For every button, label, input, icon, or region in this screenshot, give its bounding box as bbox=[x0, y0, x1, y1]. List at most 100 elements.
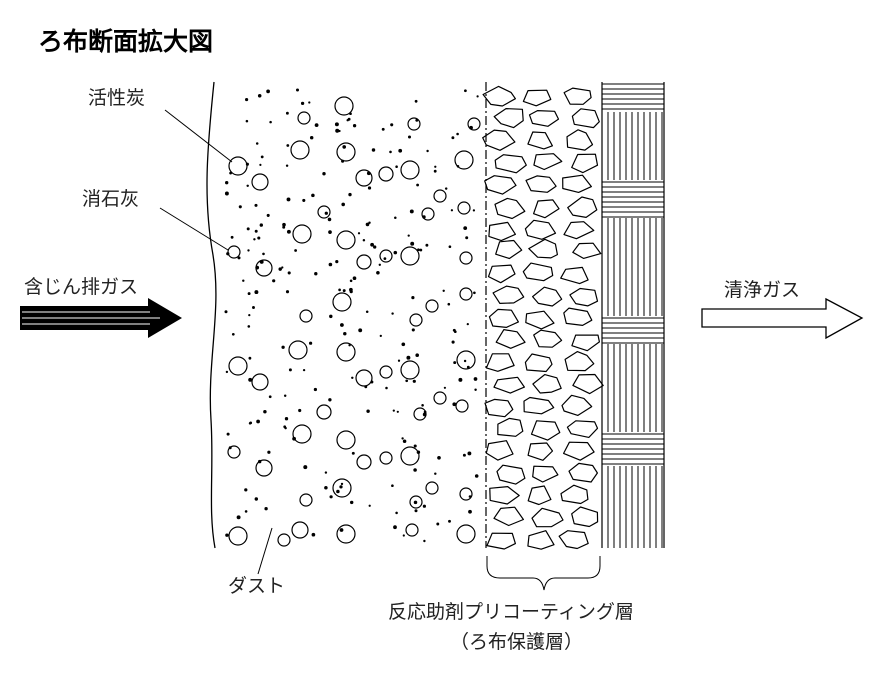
dust-dot bbox=[237, 256, 241, 260]
dust-dot bbox=[411, 296, 415, 300]
particle-circle bbox=[227, 245, 241, 259]
precoat-granule bbox=[484, 175, 517, 195]
dust-dot bbox=[268, 395, 272, 399]
particle-circle bbox=[332, 292, 352, 312]
dust-dot bbox=[294, 249, 297, 252]
dust-dot bbox=[246, 227, 250, 231]
dust-dot bbox=[298, 408, 302, 413]
dust-dot bbox=[422, 215, 426, 219]
dust-dot bbox=[462, 453, 466, 457]
precoat-granule bbox=[527, 442, 554, 461]
precoat-granule bbox=[532, 374, 562, 394]
dust-dot bbox=[259, 223, 263, 227]
dust-dot bbox=[336, 489, 340, 494]
dust-dot bbox=[256, 419, 260, 424]
dust-dot bbox=[466, 365, 470, 369]
dust-dot bbox=[434, 165, 437, 168]
particle-circle bbox=[433, 189, 447, 203]
dust-dot bbox=[281, 266, 284, 269]
dust-dot bbox=[383, 257, 387, 260]
dust-dot bbox=[225, 533, 229, 537]
precoat-granule bbox=[566, 129, 594, 151]
dust-dot bbox=[416, 450, 421, 454]
dust-dot bbox=[466, 322, 469, 326]
precoat-granule bbox=[493, 506, 525, 527]
dust-dot bbox=[391, 312, 394, 315]
precoat-granule bbox=[486, 532, 517, 550]
particle-circle bbox=[336, 524, 356, 544]
dust-dot bbox=[225, 181, 229, 185]
precoat-layer-sub-label: （ろ布保護層） bbox=[450, 631, 583, 653]
particle-circle bbox=[292, 224, 312, 244]
precoat-granule bbox=[566, 420, 599, 438]
dust-dot bbox=[245, 119, 249, 123]
dust-dot bbox=[226, 432, 230, 436]
dust-dot bbox=[467, 451, 472, 456]
precoat-granule bbox=[525, 175, 557, 193]
dust-dot bbox=[448, 519, 451, 523]
dust-dot bbox=[468, 509, 472, 514]
dust-dot bbox=[366, 171, 371, 176]
dust-dot bbox=[339, 485, 343, 489]
precoat-layer-bracket bbox=[486, 556, 601, 591]
dust-dot bbox=[225, 370, 229, 374]
dust-dot bbox=[281, 345, 285, 349]
dust-dot bbox=[367, 186, 372, 190]
dust-dot bbox=[311, 193, 315, 198]
particle-circle bbox=[433, 391, 447, 405]
dust-dot bbox=[283, 425, 287, 429]
dust-dot bbox=[254, 497, 258, 501]
dust-dot bbox=[348, 192, 352, 197]
precoat-granule bbox=[533, 329, 563, 348]
dust-dot bbox=[474, 474, 479, 478]
particle-circle bbox=[425, 481, 439, 495]
dust-dot bbox=[238, 205, 242, 209]
dust-dot bbox=[230, 235, 234, 239]
particle-circle bbox=[400, 246, 420, 266]
dust-dot bbox=[415, 353, 419, 357]
dust-dot bbox=[413, 444, 417, 448]
particle-circle bbox=[288, 340, 308, 360]
dust-dot bbox=[412, 379, 416, 383]
particle-circle bbox=[299, 493, 313, 507]
dust-dot bbox=[308, 341, 313, 345]
precoat-granule bbox=[494, 154, 527, 174]
dust-dot bbox=[406, 355, 411, 360]
precoat-layer-label: 反応助剤プリコーティング層 bbox=[388, 601, 634, 623]
precoat-granule bbox=[560, 484, 589, 505]
precoat-granule bbox=[493, 107, 524, 129]
dust-dot bbox=[254, 290, 259, 295]
dust-dot bbox=[328, 262, 333, 267]
dust-dot bbox=[434, 472, 437, 475]
dust-dot bbox=[257, 236, 261, 240]
precoat-granule bbox=[494, 197, 526, 220]
dust-dot bbox=[328, 398, 332, 402]
activated-carbon-leader bbox=[164, 109, 233, 163]
precoat-granule bbox=[522, 89, 552, 107]
precoat-granule bbox=[489, 486, 520, 505]
precoat-granule bbox=[571, 334, 601, 352]
particle-circle bbox=[317, 205, 331, 219]
dust-dot bbox=[370, 242, 374, 247]
inlet-gas-label: 含じん排ガス bbox=[24, 276, 138, 298]
dust-dot bbox=[415, 118, 419, 122]
dust-dot bbox=[351, 451, 355, 455]
dust-dot bbox=[349, 290, 353, 294]
clean-gas-label: 清浄ガス bbox=[724, 279, 800, 301]
activated-carbon-label: 活性炭 bbox=[88, 87, 145, 109]
precoat-granule bbox=[562, 174, 593, 193]
dust-dot bbox=[456, 165, 460, 168]
precoat-granule bbox=[522, 262, 554, 282]
dust-dot bbox=[393, 250, 398, 255]
particle-circle bbox=[277, 533, 291, 547]
dust-dot bbox=[473, 291, 476, 295]
dust-dot bbox=[272, 279, 276, 283]
particle-circle bbox=[228, 356, 248, 376]
dust-dot bbox=[269, 120, 272, 124]
particle-circle bbox=[379, 365, 393, 379]
dust-dot bbox=[247, 325, 251, 328]
dust-dot bbox=[433, 169, 437, 173]
precoat-granule bbox=[525, 310, 555, 330]
precoat-granule bbox=[485, 353, 515, 372]
